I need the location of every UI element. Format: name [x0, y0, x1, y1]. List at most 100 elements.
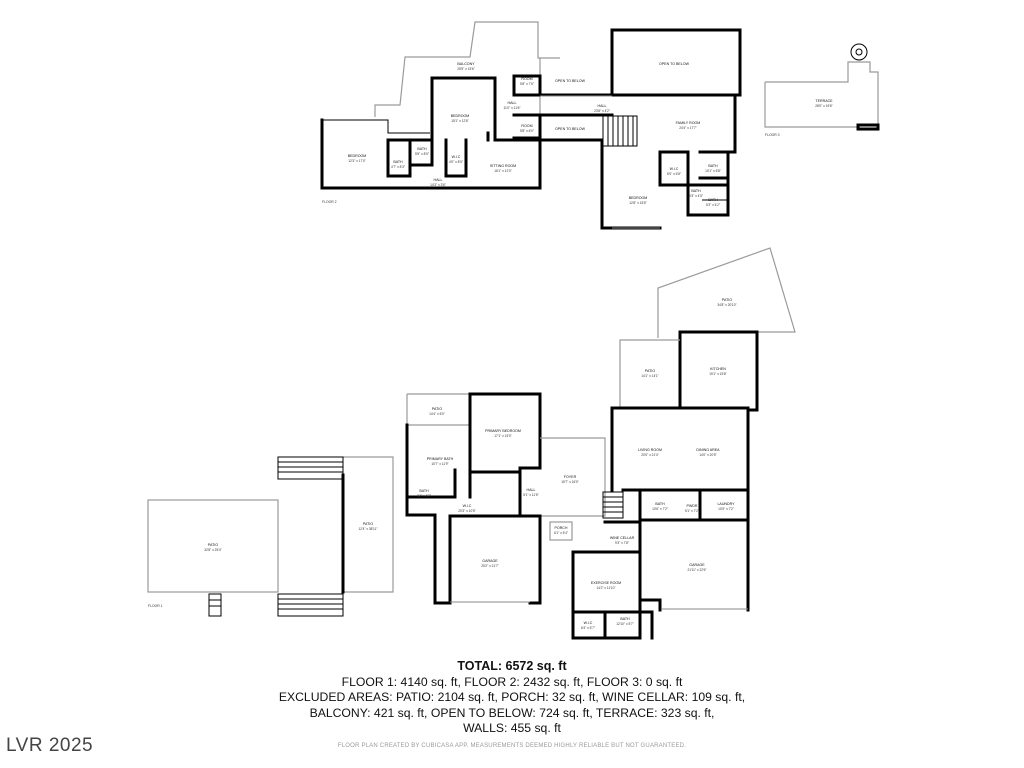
foyer-dim: 15'7" x 16'0" [561, 480, 578, 484]
area-summary: TOTAL: 6572 sq. ft FLOOR 1: 4140 sq. ft,… [262, 659, 762, 737]
wic-f1b-label: W.I.C [584, 621, 593, 625]
bath-f2b-dim: 5'5" x 8'5" [415, 152, 429, 156]
garage-b-left-wall [638, 550, 662, 612]
porch-outline [549, 521, 573, 541]
room-f2b-dim: 5'8" x 6'0" [520, 129, 534, 133]
summary-excluded-areas: EXCLUDED AREAS: PATIO: 2104 sq. ft, PORC… [278, 690, 746, 704]
stairs-f1 [602, 491, 624, 519]
garage-b-dim: 21'11" x 22'6" [687, 568, 706, 572]
bedroom-b-walls [320, 118, 542, 190]
primary-bedroom-walls [468, 392, 542, 470]
garage-a-walls [448, 514, 542, 605]
patio-left-outline [147, 499, 279, 593]
garage-a-label: GARAGE [482, 559, 498, 563]
terrace-wall [856, 123, 880, 131]
kitchen-walls [678, 330, 759, 412]
wic-f2a-walls [444, 138, 468, 178]
primary-bedroom-label: PRIMARY BEDROOM [485, 429, 521, 433]
foyer-label: FOYER [564, 475, 577, 479]
kitchen-label: KITCHEN [710, 367, 726, 371]
wine-cellar-dim: 9'3" x 7'8" [615, 541, 629, 545]
hall-f2c-dim: 14'3" x 3'6" [430, 183, 446, 187]
bedroom-a-walls [430, 76, 542, 142]
balcony-label: BALCONY [457, 62, 475, 66]
bath-f2a-dim: 4'7" x 8'3" [391, 165, 405, 169]
bath-f1a-label: BATH [419, 489, 429, 493]
wic-f1a-label: W.I.C [463, 504, 472, 508]
wine-cellar-label: WINE CELLAR [610, 536, 635, 540]
garage-b-label: GARAGE [689, 563, 705, 567]
disclaimer-text: FLOOR PLAN CREATED BY CUBICASA APP. MEAS… [337, 743, 687, 749]
bath-f2e-label: BATH [708, 198, 718, 202]
pwdr-label: PWDR [687, 504, 698, 508]
exercise-room-label: EXERCISE ROOM [591, 581, 621, 585]
open-below-2-label: OPEN TO BELOW [555, 127, 586, 131]
bath-f2a-label: BATH [393, 160, 403, 164]
floor-2-plan [320, 21, 742, 230]
living-dining-walls [610, 406, 750, 492]
kitchen-dim: 19'1" x 15'8" [709, 372, 726, 376]
bath-f2c-label: BATH [708, 164, 718, 168]
patio-back-outline [657, 247, 796, 338]
patio-left-dim: 32'8" x 25'4" [204, 548, 221, 552]
terrace-outline [764, 61, 879, 131]
patio-back-label: PATIO [722, 298, 732, 302]
patio-mid-dim: 12'4" x 38'11" [358, 527, 377, 531]
bedroom-c-label: BEDROOM [629, 196, 648, 200]
wic-f2a-label: W.I.C [452, 155, 461, 159]
patio-f1a-dim: 14'1" x 14'1" [641, 374, 658, 378]
laundry-dim: 10'5" x 7'2" [718, 507, 734, 511]
floor-3-plan [764, 43, 880, 131]
patio-f1a-label: PATIO [645, 369, 655, 373]
sitting-room-dim: 16'1" x 12'0" [494, 169, 511, 173]
bedroom-b-top-wall [322, 119, 430, 134]
open-below-1-label: OPEN TO BELOW [555, 79, 586, 83]
porch-dim: 6'1" x 5'4" [554, 531, 568, 535]
room-f2-label: ROOM [521, 77, 532, 81]
bedroom-a-dim: 15'1" x 12'6" [451, 119, 468, 123]
primary-bath-label: PRIMARY BATH [427, 457, 454, 461]
wic-f2b-dim: 5'0" x 6'8" [667, 172, 681, 176]
floor-1-tag: FLOOR 1 [148, 604, 163, 608]
spiral-stair-icon [850, 43, 868, 61]
bath-f1b-walls [621, 488, 642, 522]
wic-f1b-dim: 6'4" x 5'7" [581, 626, 595, 630]
primary-bath-walls [405, 423, 449, 605]
balcony-outline [374, 21, 560, 117]
primary-bedroom-dim: 17'1" x 15'0" [494, 434, 511, 438]
room-f2b-walls [512, 113, 542, 140]
hall-f1-dim: 5'1" x 11'5" [523, 493, 538, 497]
bath-f2d-label: BATH [691, 189, 701, 193]
bedroom-b-label: BEDROOM [348, 154, 367, 158]
bath-f1c-walls [603, 610, 654, 640]
garage-a-dim: 25'2" x 21'7" [481, 564, 498, 568]
foyer-outline [540, 437, 606, 517]
watermark-logo: LVR 2025 [6, 735, 94, 756]
family-room-dim: 24'4" x 17'7" [679, 126, 696, 130]
summary-floor-areas: FLOOR 1: 4140 sq. ft, FLOOR 2: 2432 sq. … [341, 674, 683, 689]
bedroom-a-label: BEDROOM [451, 114, 470, 118]
summary-total: TOTAL: 6572 sq. ft [457, 659, 567, 673]
hall-f2b-dim: 23'8" x 4'2" [594, 109, 610, 113]
bath-f1a-walls [405, 468, 457, 499]
wic-f2b-label: W.I.C [670, 167, 679, 171]
laundry-walls [638, 488, 750, 612]
hall-f2b-label: HALL [598, 104, 607, 108]
terrace-label: TERRACE [815, 99, 833, 103]
wic-f1a-dim: 20'3" x 10'5" [458, 509, 475, 513]
bath-f1c-label: BATH [620, 617, 630, 621]
patio-mid-outline [343, 456, 394, 593]
family-room-label: FAMILY ROOM [676, 121, 701, 125]
dining-area-label: DINING AREA [696, 448, 720, 452]
bath-f1c-dim: 12'10" x 5'7" [616, 622, 633, 626]
bedroom-c-walls [538, 138, 662, 230]
balcony-dim: 25'5" x 15'6" [457, 67, 474, 71]
hall-f2a-dim: 11'0" x 11'6" [503, 106, 520, 110]
patio-f1b-dim: 14'4" x 6'0" [429, 412, 445, 416]
hall-f1-label: HALL [527, 488, 536, 492]
floor-3-tag: FLOOR 3 [765, 133, 780, 137]
stairs-f2 [602, 115, 638, 147]
bath-f2b-label: BATH [417, 147, 427, 151]
living-room-label: LIVING ROOM [638, 448, 662, 452]
